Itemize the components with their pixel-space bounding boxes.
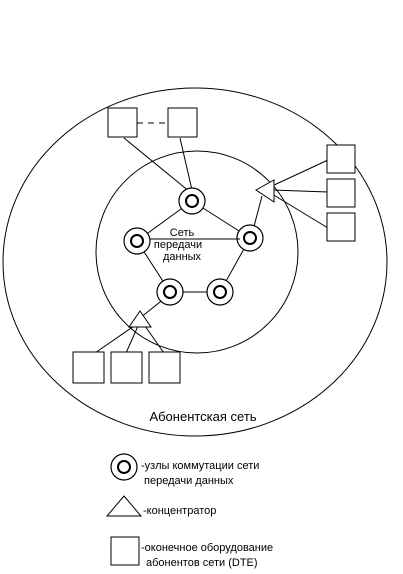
legend-dte-icon (110, 536, 140, 566)
subscriber-network-label: Абонентская сеть (149, 409, 256, 424)
link-right-hub-dte-3 (271, 193, 329, 229)
legend-dte-line-1: -оконечное оборудование (141, 542, 273, 554)
link-bottom-hub-dte-3 (144, 325, 165, 354)
dte-box-bottom-3 (148, 351, 181, 384)
data-network-circle (95, 150, 299, 354)
subscriber-network-circle (2, 87, 388, 437)
legend-node-line-2: передачи данных (144, 475, 234, 487)
legend-concentrator-line-1: -концентратор (143, 505, 216, 517)
switching-node-left (123, 227, 151, 255)
dte-box-bottom-2 (110, 351, 143, 384)
link-dte-top-left (123, 137, 191, 193)
switching-node-top (178, 187, 206, 215)
dte-box-right-3 (326, 212, 356, 242)
link-bottom-hub-dte-1 (94, 325, 135, 354)
concentrator-bottom (128, 310, 152, 328)
dte-box-right-1 (326, 144, 356, 174)
link-right-hub-dte-2 (271, 189, 329, 193)
switching-node-bottom-right (206, 278, 234, 306)
dte-box-top-right (167, 107, 198, 138)
dte-box-right-2 (326, 178, 356, 208)
legend-node-line-1: -узлы коммутации сети (141, 460, 259, 472)
link-right-hub-dte-1 (271, 159, 329, 187)
legend-dte-line-2: абонентов сети (DTE) (146, 557, 258, 569)
concentrator-right (255, 179, 275, 203)
dte-box-bottom-1 (72, 351, 105, 384)
legend: -узлы коммутации сети передачи данных -к… (105, 453, 273, 569)
dte-box-top-left (107, 107, 138, 138)
link-dte-top-right (179, 137, 193, 191)
link-bottom-hub-dte-2 (125, 325, 139, 354)
legend-node-icon (110, 453, 138, 481)
core-label-line-3: данных (163, 251, 202, 263)
legend-concentrator-icon (105, 495, 143, 517)
core-label-line-1: Сеть (170, 227, 195, 239)
switching-node-bottom-left (156, 278, 184, 306)
core-label-line-2: передачи (154, 239, 202, 251)
switching-node-right (236, 224, 264, 252)
